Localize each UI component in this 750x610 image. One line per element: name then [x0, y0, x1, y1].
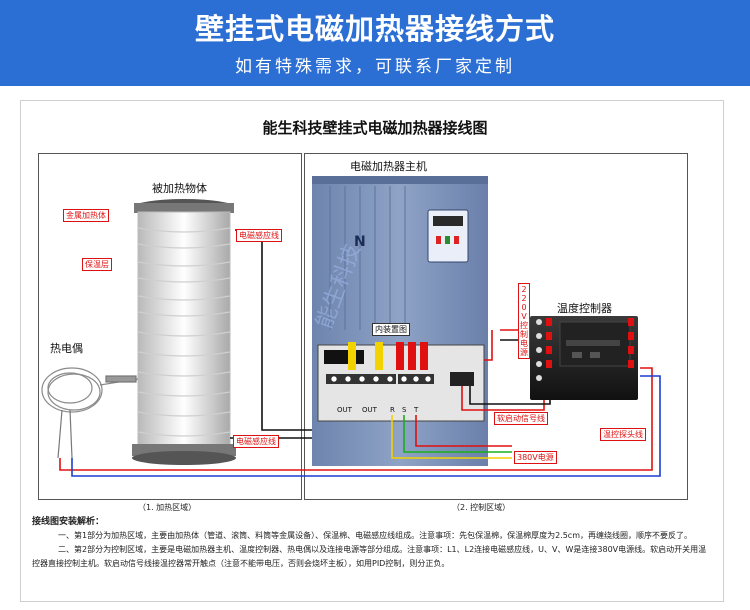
terminal-s: S: [402, 406, 407, 414]
banner-subtitle: 如有特殊需求，可联系厂家定制: [235, 57, 515, 77]
tag-insulation: 保温层: [82, 258, 112, 271]
heater-cabinet: N: [312, 176, 488, 466]
heater-host-heading: 电磁加热器主机: [350, 160, 427, 173]
tag-induction-coil-top: 电磁感应线: [236, 229, 282, 242]
diagram-title: 能生科技壁挂式电磁加热器接线图: [262, 119, 488, 137]
tag-380v: 380V电源: [514, 451, 557, 464]
heating-region: [38, 153, 302, 500]
heated-pipe: [132, 199, 236, 465]
terminal-t: T: [414, 406, 419, 414]
notes-paragraph-2: 二、第2部分为控制区域，主要是电磁加热器主机、温度控制器、热电偶以及连接电源等部…: [32, 545, 707, 568]
control-region-label: （2. 控制区域）: [452, 503, 511, 512]
banner-title: 壁挂式电磁加热器接线方式: [194, 12, 555, 46]
tag-soft-start: 软启动信号线: [494, 412, 548, 425]
notes-heading: 接线图安装解析：: [32, 517, 105, 527]
terminal-r: R: [390, 406, 395, 414]
thermocouple: [41, 367, 139, 459]
terminal-out2: OUT: [362, 406, 377, 414]
heating-region-label: （1. 加热区域）: [138, 503, 197, 512]
thermocouple-label: 热电偶: [50, 342, 83, 355]
tag-temp-probe: 温控探头线: [600, 428, 646, 441]
tag-220v-control: 220V控制电源: [518, 283, 530, 359]
tag-induction-coil-bottom: 电磁感应线: [233, 435, 279, 448]
notes-paragraph-1: 一、第1部分为加热区域，主要由加热体（管道、滚筒、料筒等金属设备）、保温棉、电磁…: [58, 531, 692, 540]
installation-notes: 接线图安装解析： 一、第1部分为加热区域，主要由加热体（管道、滚筒、料筒等金属设…: [32, 515, 712, 571]
terminal-out1: OUT: [337, 406, 352, 414]
temp-controller: [530, 316, 638, 400]
heated-object-heading: 被加热物体: [152, 182, 207, 195]
internal-view-label: 内装置图: [372, 323, 410, 336]
svg-text:N: N: [354, 234, 366, 250]
control-region: [304, 153, 688, 500]
temp-controller-label: 温度控制器: [557, 302, 612, 315]
header-banner: 壁挂式电磁加热器接线方式 如有特殊需求，可联系厂家定制: [0, 0, 750, 86]
tag-metal-heater: 金属加热体: [63, 209, 109, 222]
